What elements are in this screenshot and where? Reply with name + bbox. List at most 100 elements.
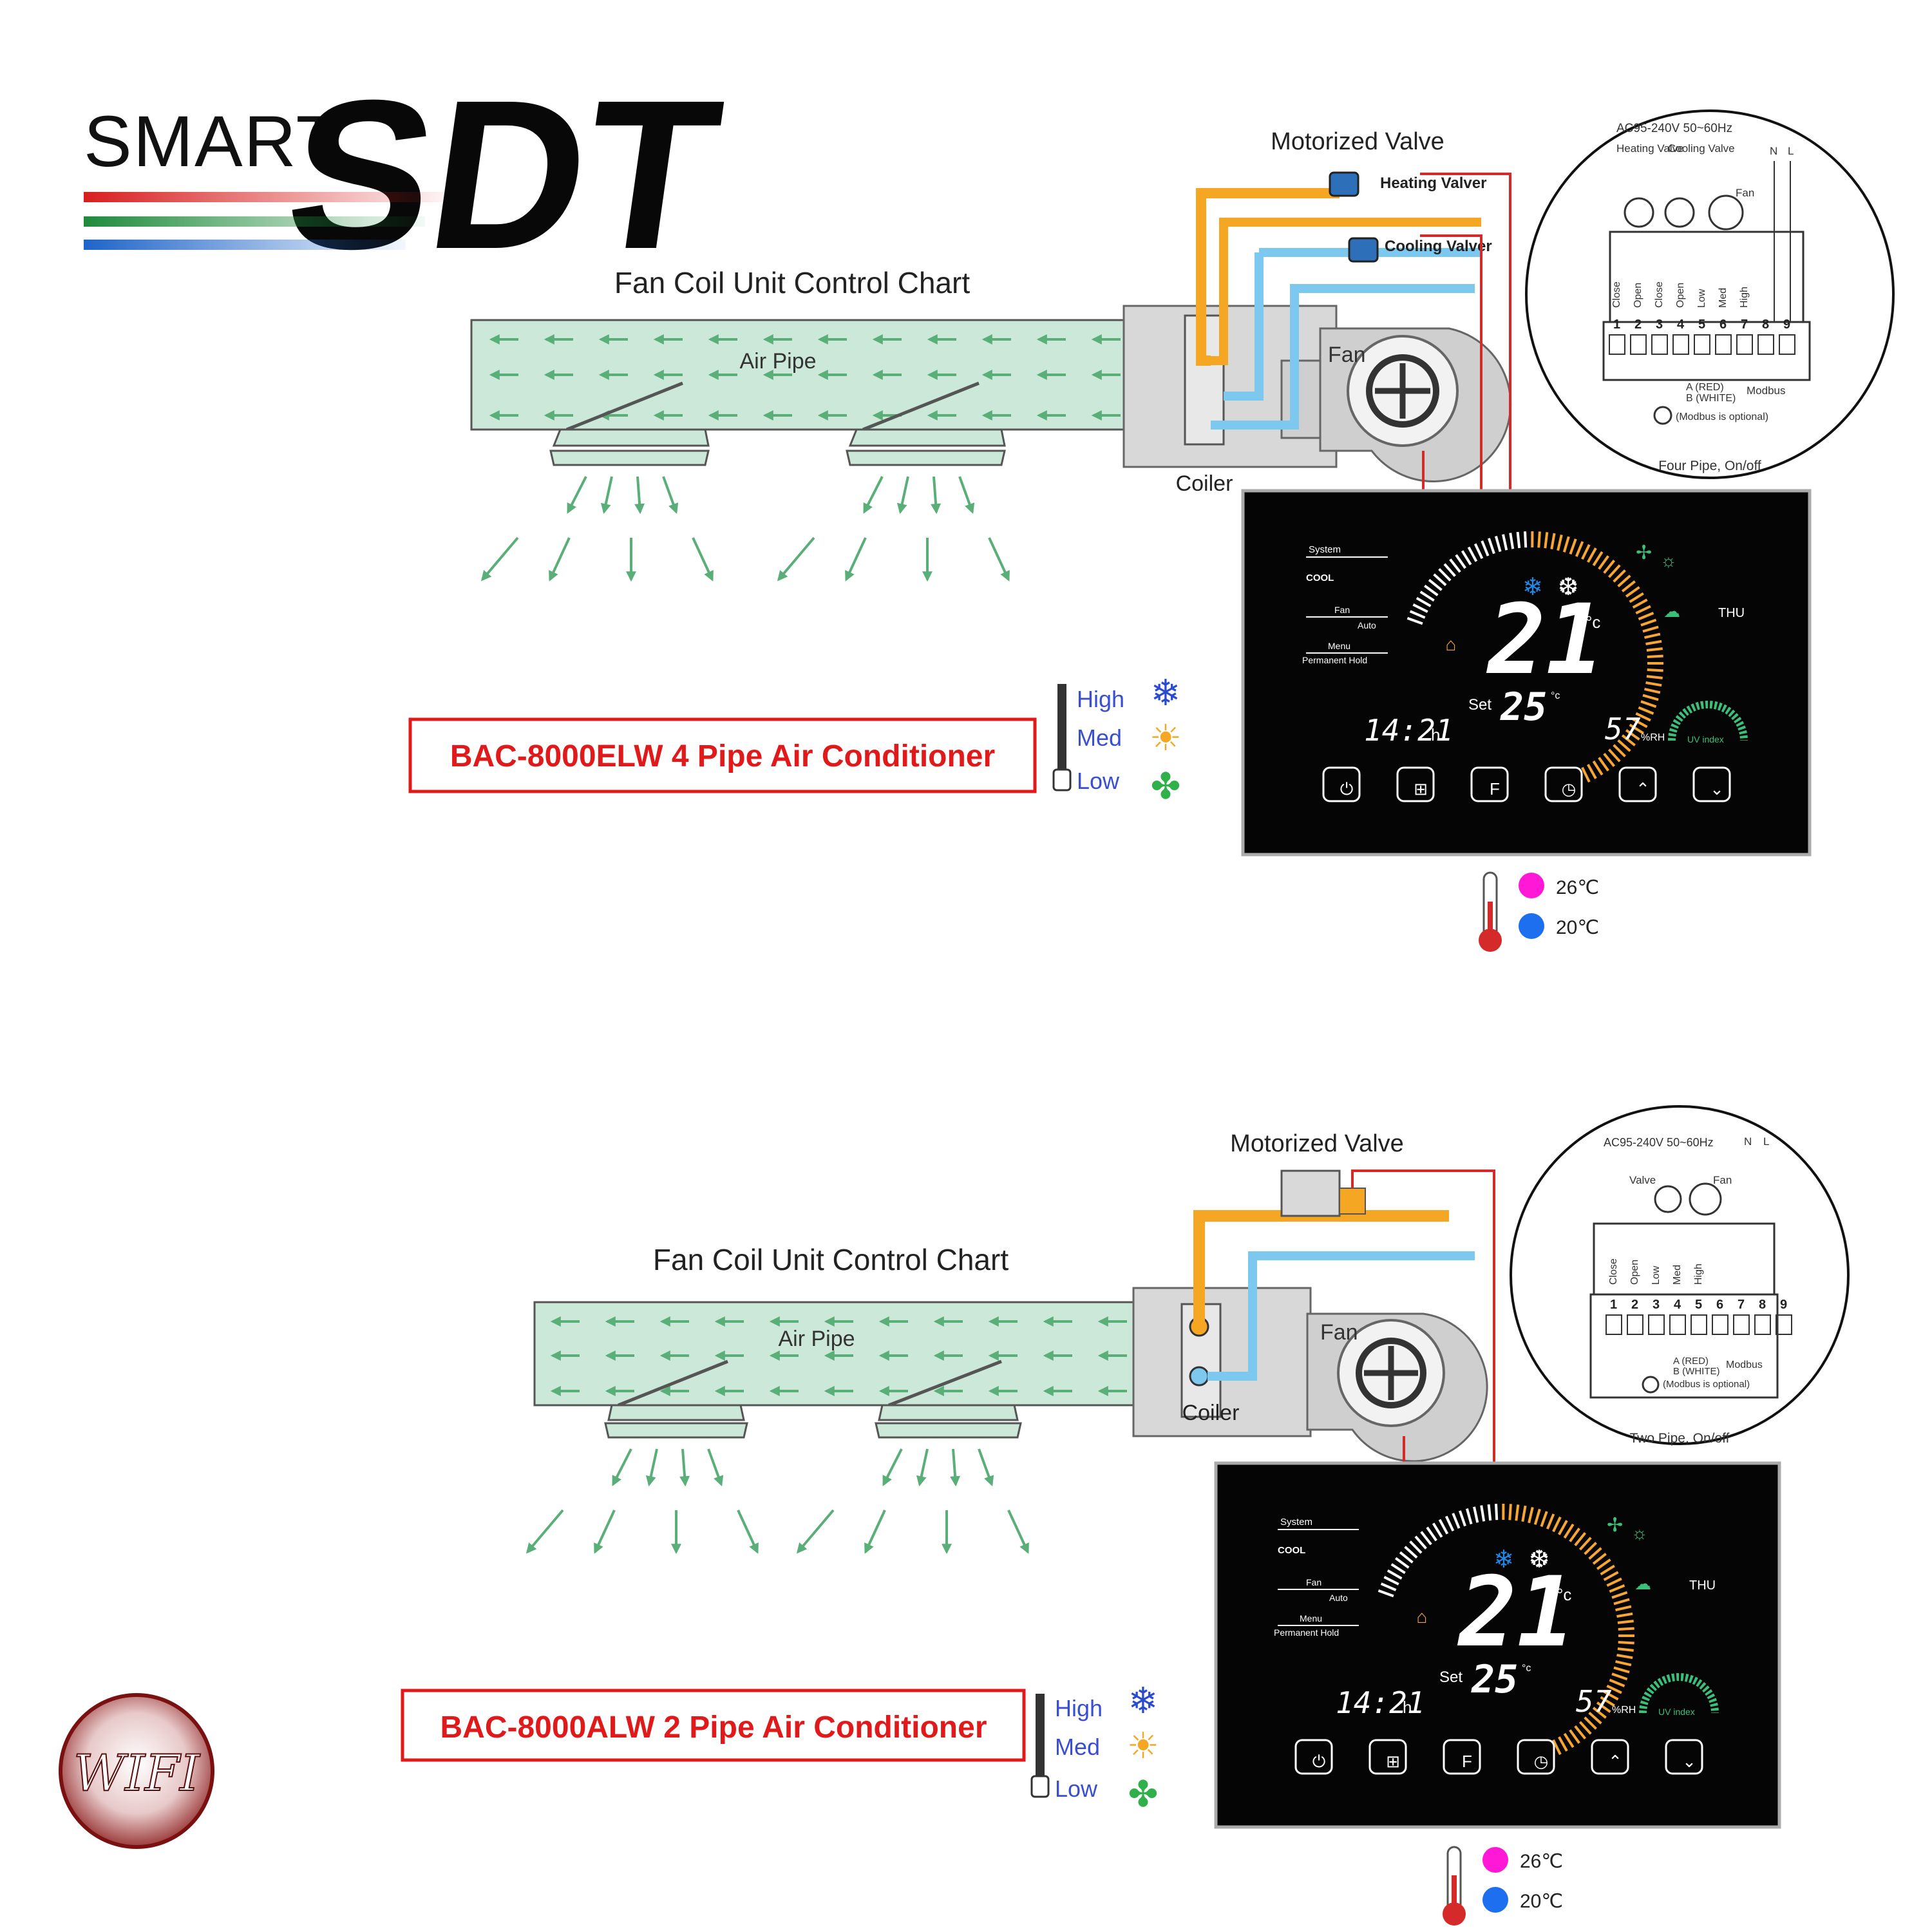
fan-coil-housing [1132,1287,1312,1437]
up-button[interactable]: ⌃ [1618,766,1657,802]
dial-tick [1598,555,1609,570]
air-pipe [470,319,1130,431]
valve-title: Motorized Valve [1271,128,1444,155]
product-title-box [401,1689,1026,1762]
control-wire [1420,173,1511,489]
speed-med-label: Med [1077,724,1122,751]
humidity-unit: %RH [1641,732,1665,743]
dial-tick [1404,1546,1418,1559]
terminal-number: 8 [1762,317,1769,332]
dial-tick [1508,1504,1512,1520]
down-button[interactable]: ⌄ [1692,766,1731,802]
dial-tick [1546,1513,1555,1530]
down-button[interactable]: ⌄ [1665,1739,1703,1775]
power-button[interactable]: ⏻ [1322,766,1361,802]
terminal-function-label: Open [1629,1260,1640,1285]
fan-icon: F [1490,779,1500,799]
dial-tick [1481,540,1490,556]
system-value: COOL [1306,573,1334,583]
current-temp: 21 [1457,1557,1575,1669]
dial-tick [1578,1721,1592,1735]
dial-tick [1621,734,1636,746]
dial-tick [1613,1666,1630,1674]
terminal-number: 1 [1610,1298,1617,1312]
airflow-arrow [526,1509,564,1554]
dial-tick [1552,1739,1562,1756]
system-label: System [1280,1517,1312,1528]
legend-dot-cool [1519,913,1544,939]
diffuser [549,381,710,466]
diffuser [846,381,1006,466]
terminal-function-label: Close [1611,281,1622,308]
dial-tick [1419,591,1435,602]
dial-tick [1635,712,1651,722]
sun-icon: ☀ [1150,717,1182,758]
fan-button[interactable]: F [1470,766,1509,802]
dial-tick [1459,1510,1466,1527]
terminal-block [1630,334,1647,355]
heating-valve [1329,171,1359,197]
product-title-box [408,717,1037,793]
airflow-arrow [882,1448,903,1486]
dial-tick [1569,1528,1580,1542]
mode-button[interactable]: ⊞ [1368,1739,1407,1775]
legend-dot-cool [1482,1887,1508,1913]
terminal-function-label: Close [1608,1258,1619,1285]
dial-tick [1632,598,1648,609]
dial-tick [1629,723,1644,735]
terminal-number: 6 [1719,317,1727,332]
airflow-arrow [549,537,571,582]
current-temp-unit: °c [1557,1585,1571,1604]
dial-tick [1550,533,1556,550]
speed-high-label: High [1055,1695,1103,1721]
dial-tick [1609,1584,1625,1593]
schedule-button[interactable]: ◷ [1544,766,1583,802]
airflow-arrow [896,476,909,515]
schedule-icon: ◷ [1562,779,1577,799]
fan-speed-slider [1057,684,1066,786]
sun-outline-icon: ☼ [1631,1523,1648,1543]
terminal-block [1609,334,1625,355]
dial-tick [1617,1620,1634,1624]
dial-tick [1428,578,1443,591]
power-button[interactable]: ⏻ [1294,1739,1333,1775]
dial-tick [1395,1557,1410,1569]
airflow-arrow [916,1448,929,1487]
schedule-button[interactable]: ◷ [1517,1739,1555,1775]
dial-tick [1609,1678,1625,1687]
coiler-label: Coiler [1176,471,1233,496]
dial-tick [1509,533,1515,549]
snowflake-icon: ❄ [1493,1546,1514,1573]
dial-tick [1494,536,1502,553]
dial-tick [1642,694,1659,701]
weekday: THU [1718,606,1745,620]
set-temp: 25 [1471,1657,1518,1702]
airflow-arrow [864,1510,886,1554]
snowflake-icon: ❄ [1151,672,1181,713]
fan-button[interactable]: F [1443,1739,1481,1775]
terminal-number: 9 [1783,317,1790,332]
dial-tick [1638,612,1654,621]
dial-tick [1640,618,1657,627]
dial-tick [1596,1558,1611,1570]
wiring-caption: Four Pipe, On/off [1658,459,1761,473]
brand-word-sdt: SDT [274,56,733,293]
mode-button[interactable]: ⊞ [1396,766,1435,802]
snowflake-icon: ❄ [1522,574,1543,601]
motorized-valve [1280,1170,1341,1217]
dial-tick [1603,559,1616,574]
wiring-diagram: AC95-240V 50~60Hz Heating Valve Cooling … [1525,109,1895,479]
up-button[interactable]: ⌃ [1591,1739,1629,1775]
dial-tick [1578,1537,1592,1551]
dial-tick [1433,573,1447,587]
dial-tick [1606,1684,1622,1694]
dial-tick [1600,1564,1615,1576]
down-icon: ⌄ [1710,779,1724,799]
dial-tick [1557,534,1563,551]
system-label: System [1309,544,1341,555]
dial-tick [1581,544,1591,560]
thermostat-panel [1214,1461,1781,1829]
dial-tick [1613,744,1626,757]
dial-tick [1426,1526,1437,1542]
